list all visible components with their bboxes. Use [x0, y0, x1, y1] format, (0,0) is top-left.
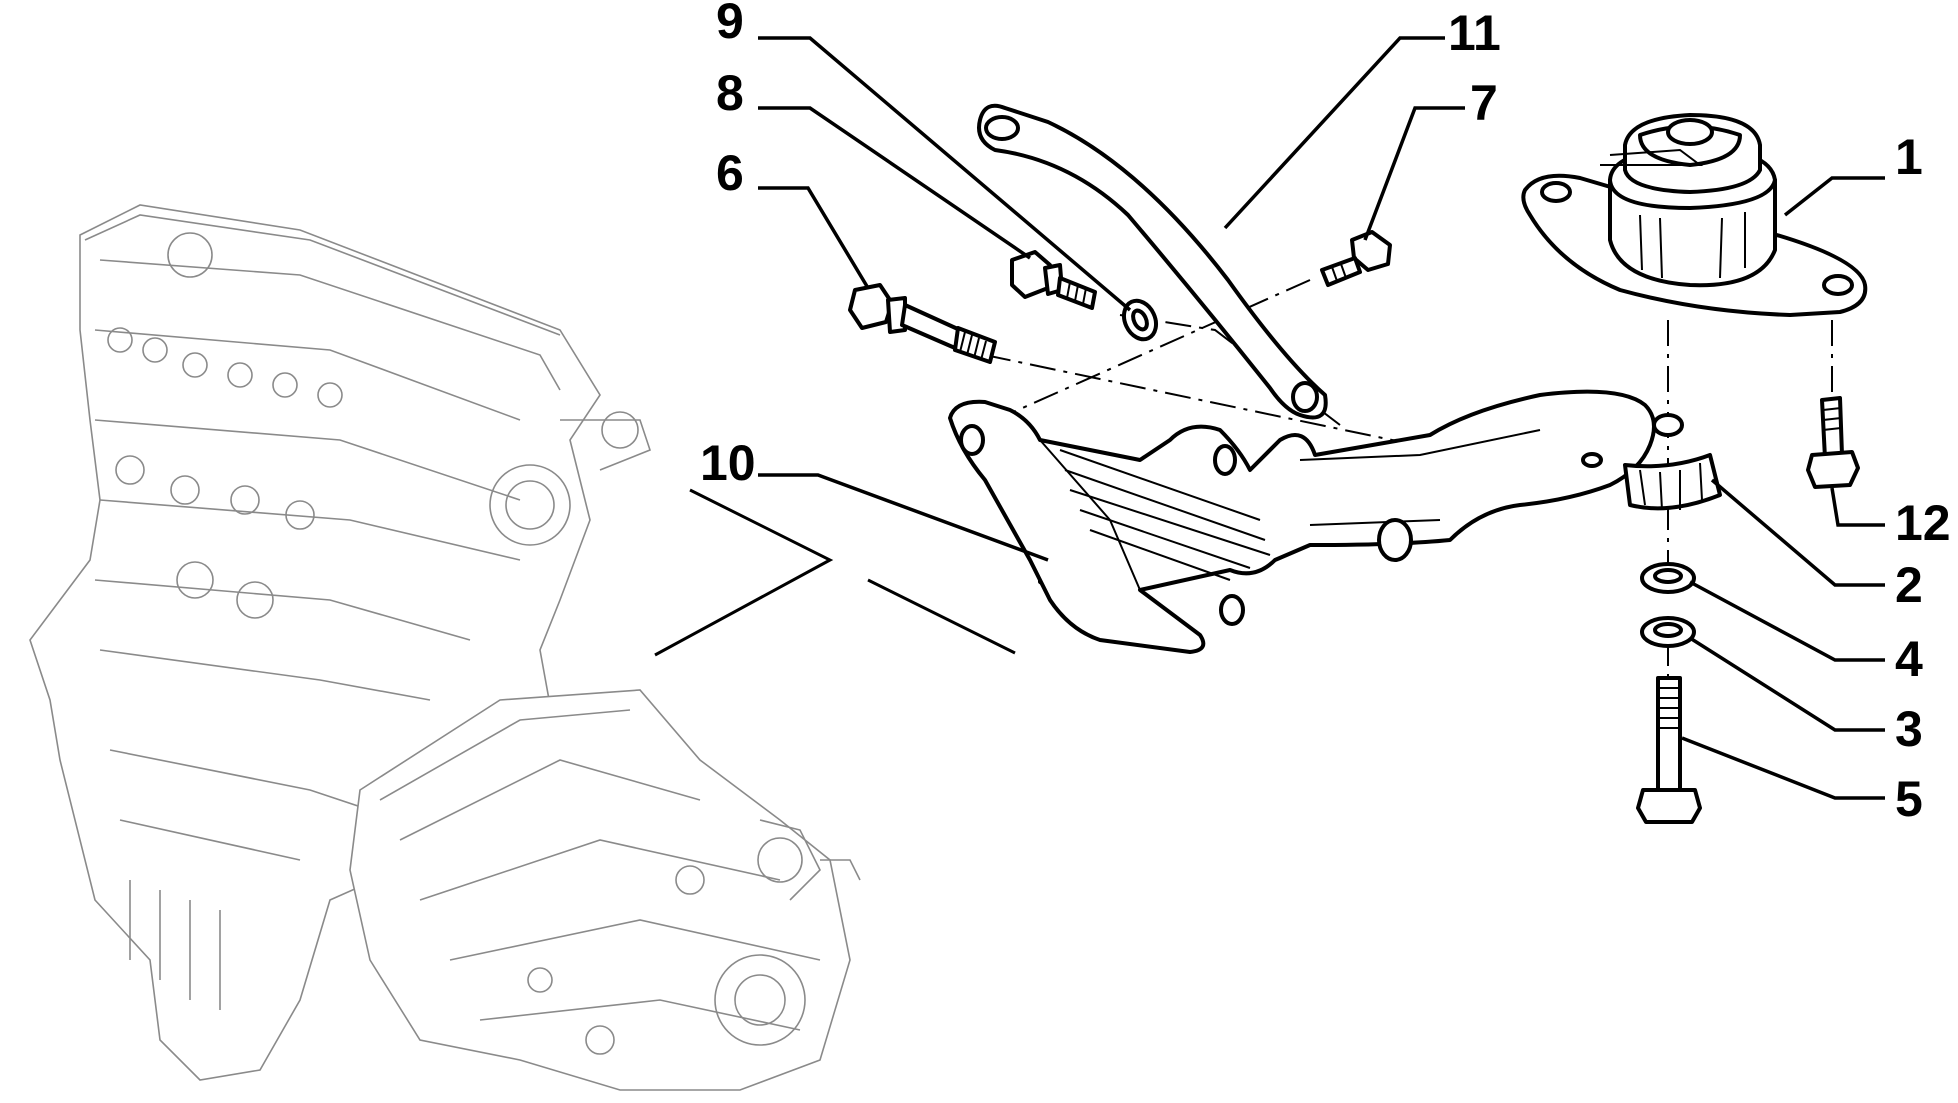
callout-5: 5: [1895, 771, 1923, 827]
part-1-engine-mount: [1521, 113, 1868, 317]
callout-6: 6: [716, 145, 744, 201]
callout-12: 12: [1895, 495, 1951, 551]
part-12-bolt: [1806, 396, 1860, 489]
callout-1: 1: [1895, 129, 1923, 185]
callout-10: 10: [700, 435, 756, 491]
part-3-washer: [1640, 616, 1696, 648]
part-11-tie-rod: [977, 103, 1328, 420]
callout-3: 3: [1895, 701, 1923, 757]
part-5-long-bolt: [1636, 676, 1702, 824]
callout-4: 4: [1895, 631, 1923, 687]
part-9-washer: [1121, 298, 1159, 342]
mount-location-pointer: [654, 488, 1016, 657]
part-6-long-bolt: [848, 283, 997, 364]
part-2-mount-bracket: [948, 389, 1722, 654]
callout-2: 2: [1895, 557, 1923, 613]
part-8-bolt: [1010, 250, 1097, 310]
callout-8: 8: [716, 65, 744, 121]
callout-labels: 1 2 3 4 5 6 7 8 9 10 11 12: [700, 0, 1951, 827]
callout-9: 9: [716, 0, 744, 49]
engine-gearbox-illustration: [29, 204, 861, 1091]
callout-7: 7: [1470, 75, 1498, 131]
part-7-small-bolt: [1320, 230, 1392, 287]
leader-lines: [758, 36, 1885, 800]
callout-11: 11: [1448, 5, 1501, 61]
part-4-washer: [1640, 562, 1696, 594]
